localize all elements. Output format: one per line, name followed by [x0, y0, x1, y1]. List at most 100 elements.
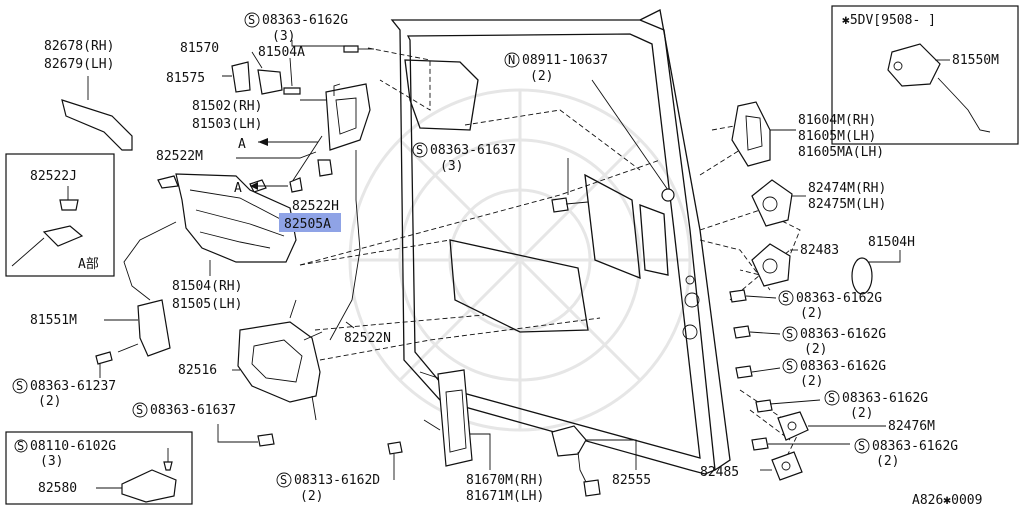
label-82555: 82555 [612, 473, 651, 488]
fastener-prefix: S [280, 473, 287, 487]
part-81504H-plug [851, 250, 901, 295]
label-81550M: 81550M [952, 53, 999, 68]
label-81505: 81505(LH) [172, 297, 242, 312]
fastener-qty: (2) [800, 306, 823, 321]
fastener-qty: (2) [530, 69, 553, 84]
label-82522N: 82522N [344, 331, 391, 346]
fastener-number: 08363-6162G [262, 13, 348, 28]
label-82505A: 82505A [284, 217, 331, 232]
label-82516: 82516 [178, 363, 217, 378]
label-82475M: 82475M(LH) [808, 197, 886, 212]
bolt-f1 [291, 40, 344, 47]
fastener-number: 08363-61237 [30, 379, 116, 394]
part-82474M-grommet [751, 179, 806, 227]
label-81670M: 81670M(RH) [466, 473, 544, 488]
fastener-qty: (3) [440, 159, 463, 174]
fastener-f1: S 08363-6162G (3) [244, 12, 348, 44]
fastener-qty: (3) [272, 29, 295, 44]
inset-5dv: ✱5DV[9508- ] 81550M [831, 5, 1019, 145]
part-82483-grommet [751, 243, 798, 287]
fastener-prefix: S [858, 439, 865, 453]
label-81605MA: 81605MA(LH) [798, 145, 884, 160]
fastener-f11: S 08363-6162G (2) [854, 438, 958, 469]
fastener-qty: (2) [876, 454, 899, 469]
part-82555-switch [551, 425, 637, 497]
arrow-A-upper [258, 138, 318, 146]
part-82505A-highlight [279, 213, 341, 232]
part-81502-handle-bracket [300, 45, 374, 151]
bolt-f3 [551, 158, 589, 213]
label-81502: 81502(RH) [192, 99, 262, 114]
fastener-f2: N 08911-10637 (2) [504, 52, 608, 84]
fastener-qty: (2) [850, 406, 873, 421]
part-82678-bracket [61, 76, 133, 151]
fastener-qty: (2) [300, 489, 323, 504]
fastener-f5: S 08363-61637 [132, 402, 236, 418]
label-82483: 82483 [800, 243, 839, 258]
part-82485-bracket [760, 451, 803, 481]
fastener-number: 08363-6162G [842, 391, 928, 406]
fastener-f9: S 08363-6162G (2) [782, 358, 886, 389]
fastener-qty: (2) [38, 394, 61, 409]
fastener-f7: S 08363-6162G (2) [778, 290, 882, 321]
label-81570: 81570 [180, 41, 219, 56]
label-arrow-A-upper: A [238, 137, 246, 152]
footer-code: A826✱0009 [912, 493, 982, 508]
door-panel [390, 9, 731, 475]
fastener-prefix: S [786, 359, 793, 373]
fastener-prefix: S [782, 291, 789, 305]
fastener-prefix: S [828, 391, 835, 405]
label-82522H: 82522H [292, 199, 339, 214]
part-82516-lock-actuator [217, 299, 323, 447]
fastener-prefix: S [136, 403, 143, 417]
fastener-f8: S 08363-6162G (2) [782, 326, 886, 357]
svg-text:S: S [17, 439, 24, 453]
label-82522M: 82522M [156, 149, 203, 164]
fastener-f4: S 08363-61237 (2) [12, 378, 116, 409]
part-81570-81575 [222, 51, 301, 95]
inset-bolt-number: 08110-6102G [30, 439, 116, 454]
fastener-f3: S 08363-61637 (3) [412, 142, 516, 174]
fastener-prefix: S [16, 379, 23, 393]
label-81605M: 81605M(LH) [798, 129, 876, 144]
label-81504H: 81504H [868, 235, 915, 250]
label-81504A: 81504A [258, 45, 305, 60]
label-81604M: 81604M(RH) [798, 113, 876, 128]
part-82522N-rod-lead [345, 321, 355, 329]
arrow-A-lower [250, 182, 288, 190]
fastener-prefix: S [248, 13, 255, 27]
fastener-prefix: S [786, 327, 793, 341]
label-81503: 81503(LH) [192, 117, 262, 132]
label-81671M: 81671M(LH) [466, 489, 544, 504]
label-a-section: A部 [78, 257, 99, 272]
label-81575: 81575 [166, 71, 205, 86]
label-82678: 82678(RH) [44, 39, 114, 54]
part-81604M-hinge-cover [731, 101, 796, 167]
inset-82580: S 08110-6102G (3) 82580 [5, 431, 193, 505]
fastener-number: 08363-6162G [800, 327, 886, 342]
part-81670M-inside-handle [419, 369, 491, 470]
inset-5dv-label: ✱5DV[9508- ] [842, 13, 936, 28]
inset-bolt-qty: (3) [40, 454, 63, 469]
bolt-f2 [591, 79, 675, 202]
fastener-number: 08363-61637 [150, 403, 236, 418]
fastener-number: 08313-6162D [294, 473, 380, 488]
label-82679: 82679(LH) [44, 57, 114, 72]
label-arrow-A-lower: A [234, 181, 242, 196]
label-82474M: 82474M(RH) [808, 181, 886, 196]
fastener-qty: (2) [804, 342, 827, 357]
part-82522M-rod [236, 135, 361, 341]
part-81504-lock-assembly [157, 173, 297, 276]
fastener-qty: (2) [800, 374, 823, 389]
part-81551M-actuator [95, 221, 177, 378]
label-82485: 82485 [700, 465, 739, 480]
fastener-prefix: S [416, 143, 423, 157]
label-82522J: 82522J [30, 169, 77, 184]
fastener-f10: S 08363-6162G (2) [824, 390, 928, 421]
fastener-number: 08363-6162G [796, 291, 882, 306]
inset-82522J: 82522J A部 [5, 153, 115, 277]
label-82580: 82580 [38, 481, 77, 496]
bolt-f6 [387, 441, 403, 480]
